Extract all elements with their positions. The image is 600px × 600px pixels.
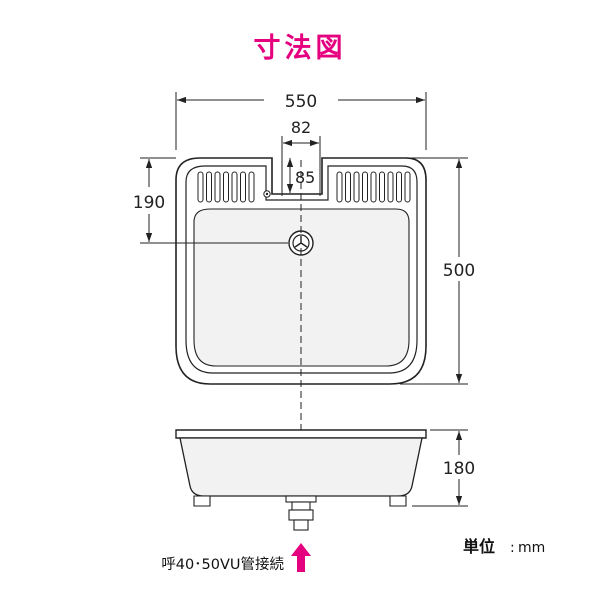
foot-right bbox=[389, 495, 407, 507]
washboard-rib bbox=[197, 171, 204, 203]
width-label: 550 bbox=[285, 92, 317, 112]
height-label: 180 bbox=[443, 459, 475, 479]
unit-note: 単位 : mm bbox=[463, 537, 545, 556]
dimension-drain-offset: 190 bbox=[133, 157, 288, 244]
depth-label: 500 bbox=[443, 261, 475, 281]
washboard-rib bbox=[214, 171, 221, 203]
washboard-rib bbox=[379, 171, 385, 203]
washboard-rib bbox=[396, 171, 402, 203]
unit-value: mm bbox=[518, 540, 545, 556]
dimension-depth: 500 bbox=[400, 157, 475, 385]
foot-left bbox=[193, 495, 211, 507]
page-title: 寸法図 bbox=[253, 33, 347, 64]
washboard-rib bbox=[353, 171, 360, 203]
sink-top-view bbox=[175, 157, 427, 512]
dimension-width: 550 bbox=[175, 92, 427, 150]
sink-side-view bbox=[175, 429, 427, 531]
washboard-rib bbox=[336, 171, 343, 203]
washboard-rib bbox=[231, 171, 238, 203]
sink-inner-rim bbox=[185, 165, 418, 374]
washboard-rib bbox=[248, 171, 255, 203]
washboard-rib bbox=[223, 171, 229, 203]
dimension-slot-depth: 85 bbox=[286, 158, 315, 193]
dimension-height: 180 bbox=[412, 429, 475, 507]
drain-pipe bbox=[285, 495, 317, 531]
drain-offset-label: 190 bbox=[133, 193, 165, 213]
washboard-rib bbox=[362, 171, 368, 203]
washboard-rib bbox=[404, 171, 411, 203]
washboard-rib bbox=[387, 171, 394, 203]
washboard-rib bbox=[370, 171, 377, 203]
washboard-ribs-left bbox=[197, 171, 255, 203]
unit-label: 単位 bbox=[463, 537, 495, 556]
slot-depth-label: 85 bbox=[295, 168, 315, 187]
washboard-rib bbox=[206, 171, 212, 203]
slot-width-label: 82 bbox=[291, 118, 311, 137]
connection-note: 呼40･50VU管接続 bbox=[161, 556, 284, 573]
sink-body bbox=[179, 437, 423, 497]
washboard-rib bbox=[240, 171, 246, 203]
washboard-ribs-right bbox=[336, 171, 411, 203]
up-arrow-icon bbox=[291, 543, 311, 572]
dimension-slot-width: 82 bbox=[281, 118, 321, 196]
svg-text::: : bbox=[510, 540, 515, 556]
washboard-rib bbox=[345, 171, 351, 203]
